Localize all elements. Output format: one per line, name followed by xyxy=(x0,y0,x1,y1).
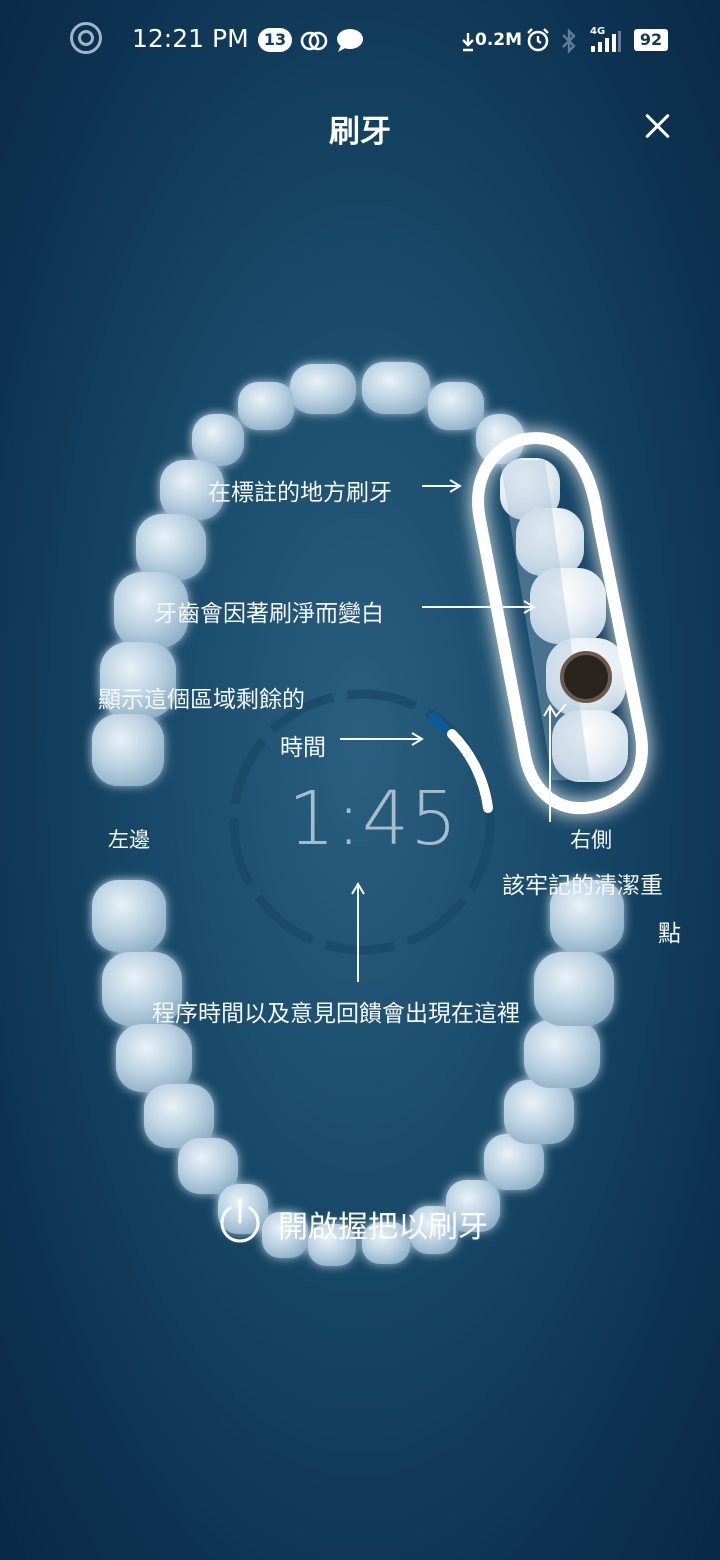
status-bar: 12:21 PM 13 0.2M 4G 92 xyxy=(0,0,720,80)
label-focus-1: 該牢記的清潔重 xyxy=(502,873,663,899)
tooth xyxy=(500,458,560,520)
bluetooth-icon xyxy=(562,28,576,54)
tooth xyxy=(136,514,206,580)
tooth xyxy=(410,1206,458,1254)
battery-icon: 92 xyxy=(634,29,668,51)
label-right-side: 右側 xyxy=(570,828,612,852)
arrow-remaining-time xyxy=(340,732,424,746)
tooth xyxy=(100,642,176,718)
net-speed: 0.2M xyxy=(475,30,523,50)
tooth xyxy=(238,382,294,430)
tooth xyxy=(92,880,166,952)
alarm-icon xyxy=(527,28,549,52)
tooth xyxy=(262,1212,308,1258)
tooth xyxy=(218,1184,268,1234)
power-on-handle-button[interactable]: 開啟握把以刷牙 xyxy=(216,1196,536,1252)
brush-position-dot xyxy=(560,651,612,703)
signal-icon xyxy=(591,31,621,52)
link-icon xyxy=(300,31,328,51)
page-title: 刷牙 xyxy=(329,114,391,150)
tooth xyxy=(114,572,188,648)
active-zone-highlight xyxy=(472,432,648,815)
tooth xyxy=(144,1084,214,1148)
tooth xyxy=(308,1224,356,1266)
label-teeth-turn-white: 牙齒會因著刷淨而變白 xyxy=(154,601,384,627)
lower-teeth xyxy=(92,880,624,1266)
tooth xyxy=(362,1222,410,1264)
timer-progress-arc xyxy=(447,729,493,813)
power-label: 開啟握把以刷牙 xyxy=(278,1210,488,1245)
tooth xyxy=(102,952,182,1026)
tooth xyxy=(530,568,606,644)
label-remaining-time-2: 時間 xyxy=(280,735,326,761)
timer-display: 1:45 xyxy=(288,776,459,862)
tooth xyxy=(92,714,164,786)
tooth xyxy=(476,414,524,464)
label-brush-marked-area: 在標註的地方刷牙 xyxy=(208,480,392,506)
tooth xyxy=(192,414,244,466)
tooth xyxy=(428,382,484,430)
label-left-side: 左邊 xyxy=(108,828,150,852)
tooth xyxy=(178,1138,238,1194)
arrow-focus xyxy=(543,703,567,822)
tooth xyxy=(524,1020,600,1088)
tooth xyxy=(534,952,614,1026)
download-arrow-icon xyxy=(462,33,474,52)
tooth xyxy=(290,364,356,414)
timer-ring xyxy=(229,689,495,955)
tooth xyxy=(550,880,624,952)
label-focus-2: 點 xyxy=(658,921,681,947)
tooth xyxy=(362,362,430,414)
tooth xyxy=(116,1024,192,1092)
highlighted-teeth xyxy=(500,458,628,782)
tooth xyxy=(160,460,224,520)
tooth xyxy=(552,710,628,782)
arrow-brush-area xyxy=(422,479,462,493)
arrow-feedback xyxy=(351,882,365,982)
status-time: 12:21 PM xyxy=(132,24,249,53)
tooth xyxy=(504,1080,574,1144)
circle-ring-icon xyxy=(70,22,102,54)
label-feedback-here: 程序時間以及意見回饋會出現在這裡 xyxy=(152,1001,520,1027)
chat-bubble-icon xyxy=(337,29,363,52)
tooth xyxy=(484,1134,544,1190)
power-icon xyxy=(220,1198,260,1243)
network-type: 4G xyxy=(590,26,606,37)
arrow-teeth-white xyxy=(422,600,536,614)
notification-count-badge: 13 xyxy=(258,28,292,52)
label-remaining-time-1: 顯示這個區域剩餘的 xyxy=(98,687,305,713)
guide-arrows xyxy=(340,479,567,982)
upper-teeth xyxy=(92,362,524,786)
tooth xyxy=(516,508,584,576)
tooth xyxy=(446,1180,500,1232)
